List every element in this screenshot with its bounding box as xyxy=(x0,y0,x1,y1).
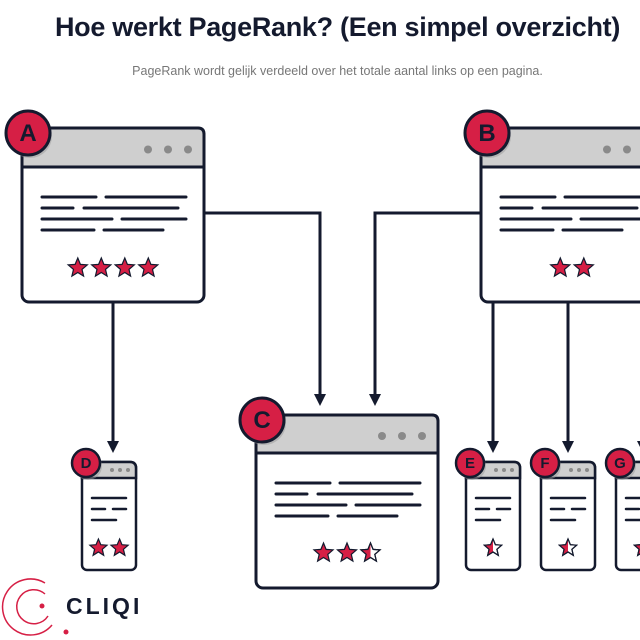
text-lines xyxy=(474,496,512,522)
window-dots-icon xyxy=(110,468,130,472)
page-window-d: D xyxy=(70,447,138,572)
link-b-to-c xyxy=(369,211,481,406)
page-badge-label: C xyxy=(253,407,270,434)
page-window-c: C xyxy=(238,396,440,590)
star-icon xyxy=(90,256,113,278)
star-icon xyxy=(549,256,572,278)
half-star-icon xyxy=(482,537,504,557)
star-icon xyxy=(572,256,595,278)
star-icon xyxy=(336,541,358,563)
text-lines xyxy=(499,195,640,232)
page-title: Hoe werkt PageRank? (Een simpel overzich… xyxy=(54,12,621,42)
window-dots-icon xyxy=(378,432,426,440)
star-icon xyxy=(88,537,109,557)
text-lines xyxy=(549,496,587,522)
page-badge-b: B xyxy=(463,109,511,158)
page-window-g: G xyxy=(604,447,640,572)
star-icon xyxy=(113,256,136,278)
page-badge-label: G xyxy=(614,455,626,472)
link-a-to-c xyxy=(204,211,326,406)
text-lines xyxy=(624,496,640,522)
page-badge-g: G xyxy=(604,447,636,480)
text-lines xyxy=(90,496,128,522)
star-icon xyxy=(137,256,160,278)
half-star-icon xyxy=(632,544,640,557)
page-window-b: B xyxy=(463,109,640,304)
text-lines xyxy=(274,481,422,518)
logo-wordmark: CLIQI xyxy=(66,593,142,619)
star-icon xyxy=(312,541,335,563)
page-subtitle: PageRank wordt gelijk verdeeld over het … xyxy=(132,64,543,78)
page-window-f: F xyxy=(529,447,597,572)
half-star-icon xyxy=(557,537,579,557)
page-badge-d: D xyxy=(70,447,102,480)
page-window-a: A xyxy=(4,109,206,304)
star-icon xyxy=(66,256,89,278)
text-lines xyxy=(40,195,188,232)
page-badge-label: F xyxy=(540,455,549,472)
page-badge-e: E xyxy=(454,447,486,480)
page-badge-label: E xyxy=(465,455,475,472)
page-badge-f: F xyxy=(529,447,561,480)
page-badge-c: C xyxy=(238,396,286,445)
cliqi-logo: CLIQI xyxy=(1,578,142,636)
page-badge-label: B xyxy=(478,120,495,147)
page-window-e: E xyxy=(454,447,522,572)
page-badge-label: D xyxy=(81,455,92,472)
window-dots-icon xyxy=(144,145,192,154)
window-dots-icon xyxy=(494,468,514,472)
star-icon xyxy=(109,537,130,557)
half-star-icon xyxy=(359,541,382,563)
window-dots-icon xyxy=(603,145,631,154)
page-badge-a: A xyxy=(4,109,52,158)
window-dots-icon xyxy=(569,468,589,472)
page-badge-label: A xyxy=(19,120,36,147)
